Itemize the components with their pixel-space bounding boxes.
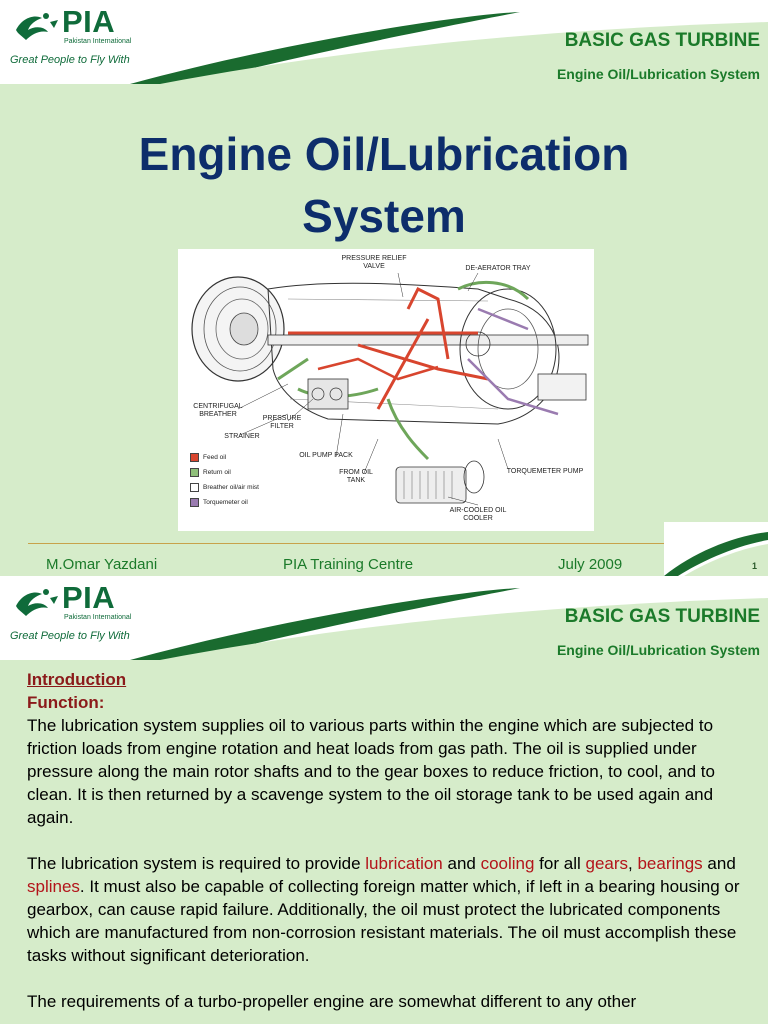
label-pressure-filter: PRESSURE FILTER: [262, 415, 302, 430]
slide-title-line-2: System: [302, 190, 466, 242]
label-from-oil-tank: FROM OIL TANK: [339, 469, 373, 484]
corner-swoosh: [664, 522, 768, 576]
header-subtitle: Engine Oil/Lubrication System: [556, 642, 760, 658]
logo-subtext: Pakistan International: [64, 38, 132, 45]
slide-1: PIA Pakistan International Great People …: [0, 0, 768, 576]
section-subheading: Function:: [27, 693, 105, 712]
header-background: [0, 576, 768, 660]
page-number: 1: [752, 561, 758, 571]
paragraph-1: The lubrication system supplies oil to v…: [27, 716, 715, 827]
footer-centre: PIA Training Centre: [283, 556, 414, 573]
legend-feed-oil: Feed oil: [190, 453, 226, 463]
legend-return-oil: Return oil: [190, 468, 231, 478]
label-torquemeter-pump: TORQUEMETER PUMP: [506, 468, 584, 475]
pia-logo-icon: [16, 13, 58, 40]
paragraph-2: The lubrication system is required to pr…: [27, 854, 740, 965]
footer-divider: [28, 543, 728, 544]
engine-oil-diagram: PRESSURE RELIEF VALVE DE-AERATOR TRAY CE…: [178, 249, 594, 531]
section-heading: Introduction: [27, 670, 127, 689]
paragraph-3: The requirements of a turbo-propeller en…: [27, 992, 637, 1011]
highlight-lubrication: lubrication: [365, 854, 443, 873]
slide-header: PIA Pakistan International Great People …: [0, 576, 768, 660]
slide-2: PIA Pakistan International Great People …: [0, 576, 768, 1024]
label-pressure-relief-valve: PRESSURE RELIEF VALVE: [341, 255, 407, 270]
tagline: Great People to Fly With: [10, 54, 130, 66]
header-subtitle: Engine Oil/Lubrication System: [556, 66, 760, 82]
slide-title-line-1: Engine Oil/Lubrication: [138, 128, 630, 180]
tagline: Great People to Fly With: [10, 630, 130, 642]
label-strainer: STRAINER: [224, 433, 260, 440]
legend-torquemeter: Torquemeter oil: [190, 498, 248, 508]
highlight-splines: splines: [27, 877, 80, 896]
header-title: BASIC GAS TURBINE: [564, 30, 760, 51]
label-centrifugal-breather: CENTRIFUGAL BREATHER: [193, 403, 243, 418]
logo-text: PIA: [62, 4, 116, 39]
label-deaerator-tray: DE-AERATOR TRAY: [465, 265, 531, 272]
header-title: BASIC GAS TURBINE: [564, 606, 760, 627]
legend-breather: Breather oil/air mist: [190, 483, 259, 493]
label-oil-cooler: AIR-COOLED OIL COOLER: [449, 507, 507, 522]
highlight-bearings: bearings: [637, 854, 703, 873]
slide-header: PIA Pakistan International Great People …: [0, 0, 768, 84]
logo-subtext: Pakistan International: [64, 614, 132, 621]
header-background: [0, 0, 768, 84]
pia-logo-icon: [16, 589, 58, 616]
engine-illustration: [191, 272, 589, 506]
highlight-gears: gears: [585, 854, 629, 873]
slide-title: Engine Oil/Lubrication System: [0, 126, 768, 244]
slide-body: Introduction Function: The lubrication s…: [27, 668, 747, 1013]
footer-author: M.Omar Yazdani: [46, 556, 158, 573]
label-oil-pump-pack: OIL PUMP PACK: [299, 452, 353, 459]
logo-text: PIA: [62, 580, 116, 615]
highlight-cooling: cooling: [480, 854, 535, 873]
footer-date: July 2009: [558, 556, 623, 573]
